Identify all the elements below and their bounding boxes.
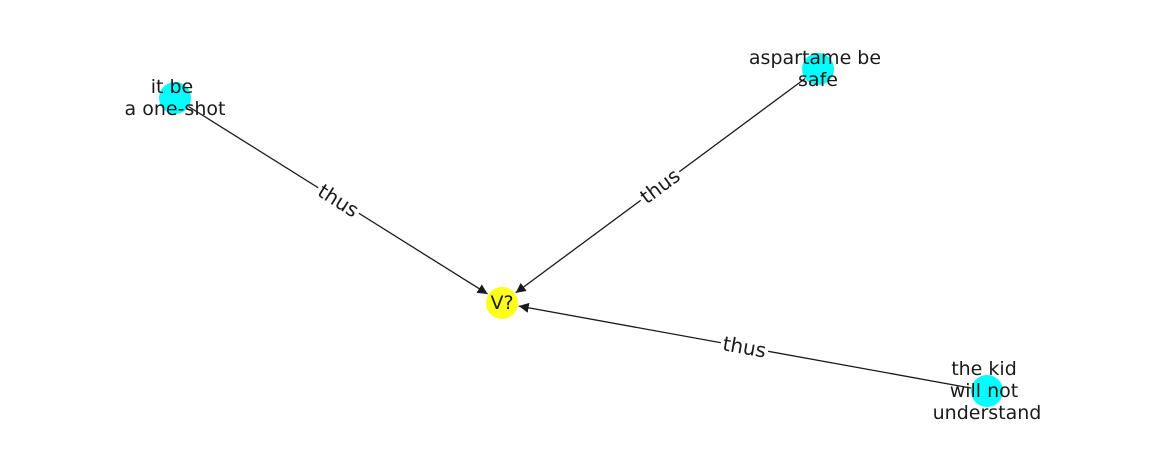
nodes xyxy=(159,53,1003,407)
node-label-line: aspartame be xyxy=(749,47,881,69)
edge-label-kid: thus xyxy=(718,330,771,364)
node-label-line: will not xyxy=(950,380,1019,402)
node-aspartame xyxy=(802,53,834,85)
node-label-kid: the kid will not understand xyxy=(933,352,1042,424)
edge-label-it-be: thus xyxy=(311,177,366,224)
node-label-line: safe xyxy=(798,69,838,91)
node-label-v: V? xyxy=(490,292,513,314)
node-label-line: it be xyxy=(151,76,194,98)
edges xyxy=(188,77,972,389)
node-labels: it be a one-shot aspartame be safe the k… xyxy=(125,41,1042,424)
node-label-line: a one-shot xyxy=(125,98,226,120)
node-label-aspartame: aspartame be safe xyxy=(749,41,887,91)
node-label-line: the kid xyxy=(951,358,1017,380)
node-v-question xyxy=(486,287,518,319)
node-label-line: V? xyxy=(490,292,513,314)
node-it-be xyxy=(159,82,191,114)
edge-labels: thus thus thus xyxy=(311,162,771,364)
edge-label-text: thus xyxy=(721,331,768,362)
node-label-line: understand xyxy=(933,402,1042,424)
node-kid xyxy=(971,375,1003,407)
edge-label-aspartame: thus xyxy=(633,162,687,210)
node-label-it-be: it be a one-shot xyxy=(125,70,226,120)
